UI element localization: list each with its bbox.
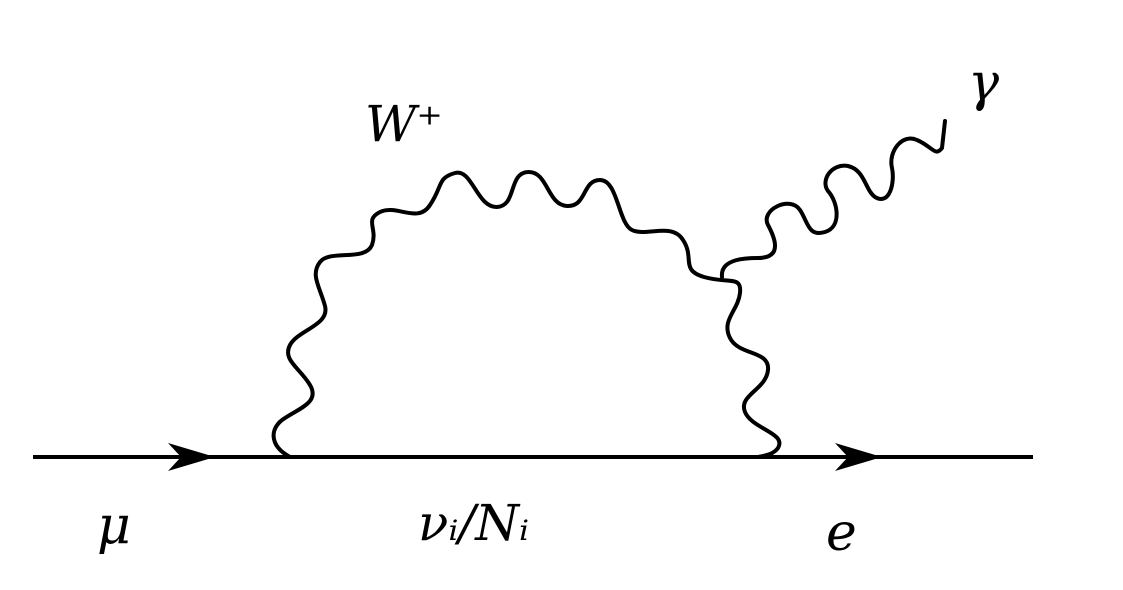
label-muon: μ: [97, 496, 131, 556]
label-electron: e: [826, 503, 857, 563]
w-boson-loop: [271, 169, 782, 459]
photon-line: [720, 119, 947, 279]
incoming-arrow-icon: [168, 443, 215, 471]
label-w-boson: W⁺: [365, 95, 443, 153]
label-internal-fermion: νᵢ/Nᵢ: [418, 494, 529, 552]
outgoing-arrow-icon: [835, 443, 882, 471]
label-photon: γ: [968, 53, 1000, 113]
